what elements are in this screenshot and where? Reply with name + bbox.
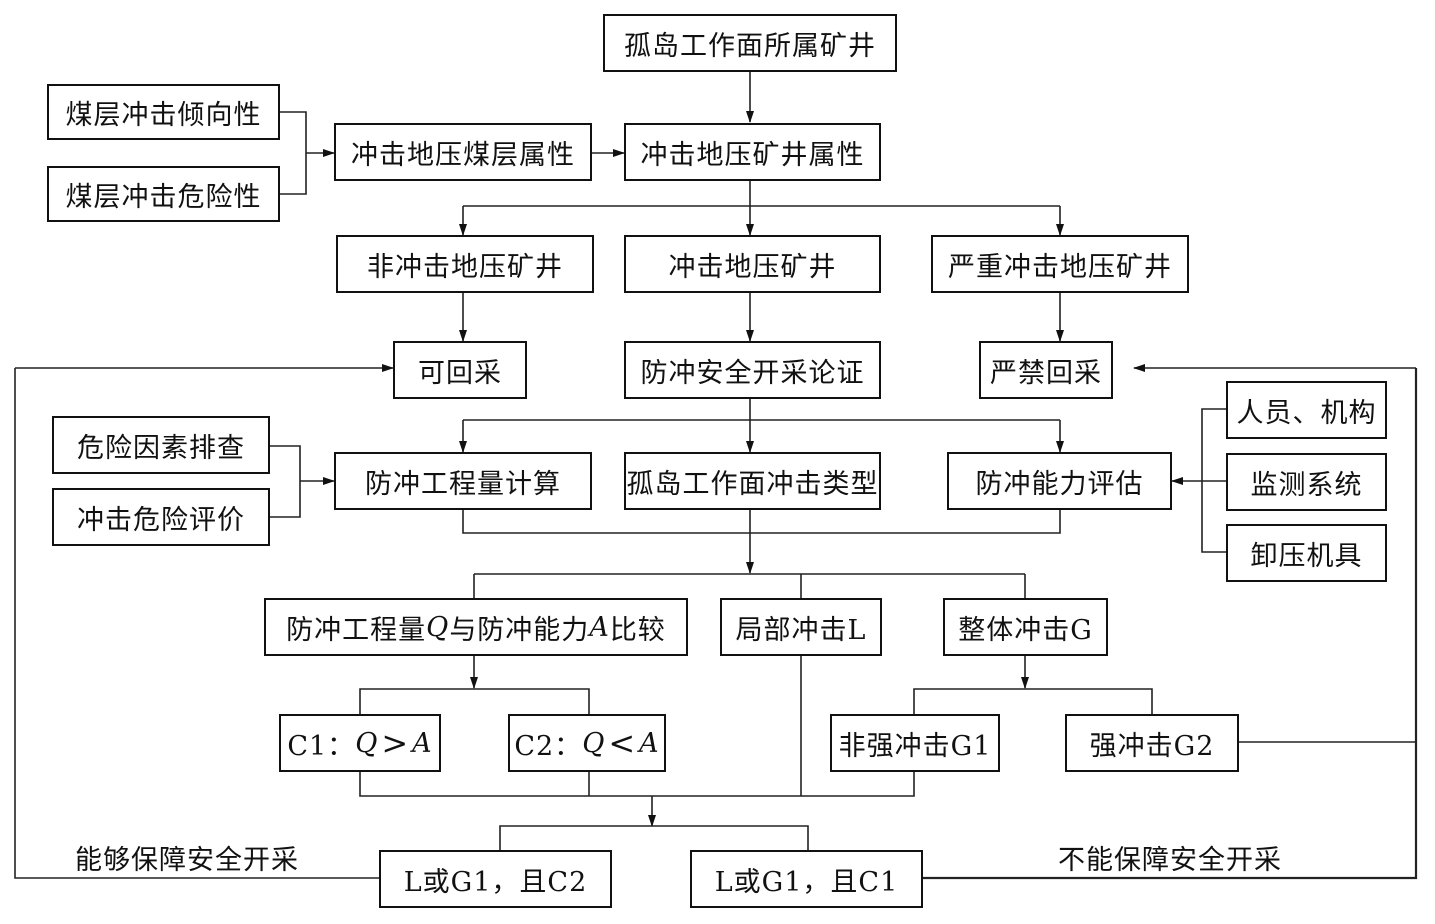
edge-coal-bracket: [279, 111, 307, 195]
c1-prefix: C1：: [287, 730, 356, 762]
edge-bottom-merge: [359, 771, 915, 797]
c2-a: A: [639, 727, 660, 759]
node-forbid-mine: 严禁回采: [979, 341, 1113, 399]
compare-q: Q: [426, 611, 450, 643]
node-hazard-check: 危险因素排查: [52, 416, 270, 474]
edge-hazard-bracket: [269, 445, 301, 518]
node-c2: C2：Q<A: [508, 714, 666, 772]
node-g1: 非强冲击G1: [830, 714, 1000, 772]
compare-mid: 与防冲能力: [449, 614, 590, 646]
node-risk-eval: 冲击危险评价: [52, 488, 270, 546]
node-burst-type: 孤岛工作面冲击类型: [624, 452, 881, 510]
compare-a: A: [589, 611, 610, 643]
node-outcome-c2: L或G1，且C2: [379, 850, 612, 908]
c2-prefix: C2：: [514, 730, 583, 762]
compare-pre: 防冲工程量: [286, 614, 427, 646]
edge-safe-loop: [14, 368, 379, 879]
node-monitoring: 监测系统: [1226, 453, 1387, 511]
node-local-burst: 局部冲击L: [720, 598, 882, 656]
node-can-mine: 可回采: [393, 341, 527, 399]
c1-a: A: [412, 727, 433, 759]
c2-q: Q: [582, 727, 606, 759]
node-personnel: 人员、机构: [1226, 381, 1387, 439]
node-burst-mine: 冲击地压矿井: [624, 235, 881, 293]
node-seam-attr: 冲击地压煤层属性: [334, 123, 592, 181]
node-mine: 孤岛工作面所属矿井: [603, 14, 897, 72]
c2-op: <: [608, 724, 637, 762]
c1-op: >: [381, 724, 410, 762]
c1-q: Q: [355, 727, 379, 759]
node-c1: C1：Q>A: [279, 714, 441, 772]
node-outcome-c1: L或G1，且C1: [690, 850, 923, 908]
edge-c-bus: [359, 688, 590, 714]
node-non-burst-mine: 非冲击地压矿井: [336, 235, 594, 293]
edge-g-bus: [913, 688, 1153, 714]
edge-label-unsafe: 不能保障安全开采: [1058, 845, 1282, 876]
node-coal-risk: 煤层冲击危险性: [47, 166, 280, 222]
edge-label-safe: 能够保障安全开采: [75, 845, 299, 876]
edge-outcome-bus: [499, 825, 809, 850]
node-mine-attr: 冲击地压矿井属性: [624, 123, 881, 181]
node-demonstration: 防冲安全开采论证: [624, 341, 881, 399]
node-severe-burst-mine: 严重冲击地压矿井: [931, 235, 1189, 293]
node-g2: 强冲击G2: [1065, 714, 1239, 772]
node-capacity-eval: 防冲能力评估: [947, 452, 1172, 510]
node-relief-tools: 卸压机具: [1226, 524, 1387, 582]
node-coal-tendency: 煤层冲击倾向性: [47, 84, 280, 140]
compare-post: 比较: [609, 614, 666, 646]
edge-task-merge: [462, 510, 1061, 534]
node-workload-calc: 防冲工程量计算: [334, 452, 592, 510]
node-global-burst: 整体冲击G: [943, 598, 1108, 656]
edge-unsafe-loop: [922, 368, 1418, 880]
